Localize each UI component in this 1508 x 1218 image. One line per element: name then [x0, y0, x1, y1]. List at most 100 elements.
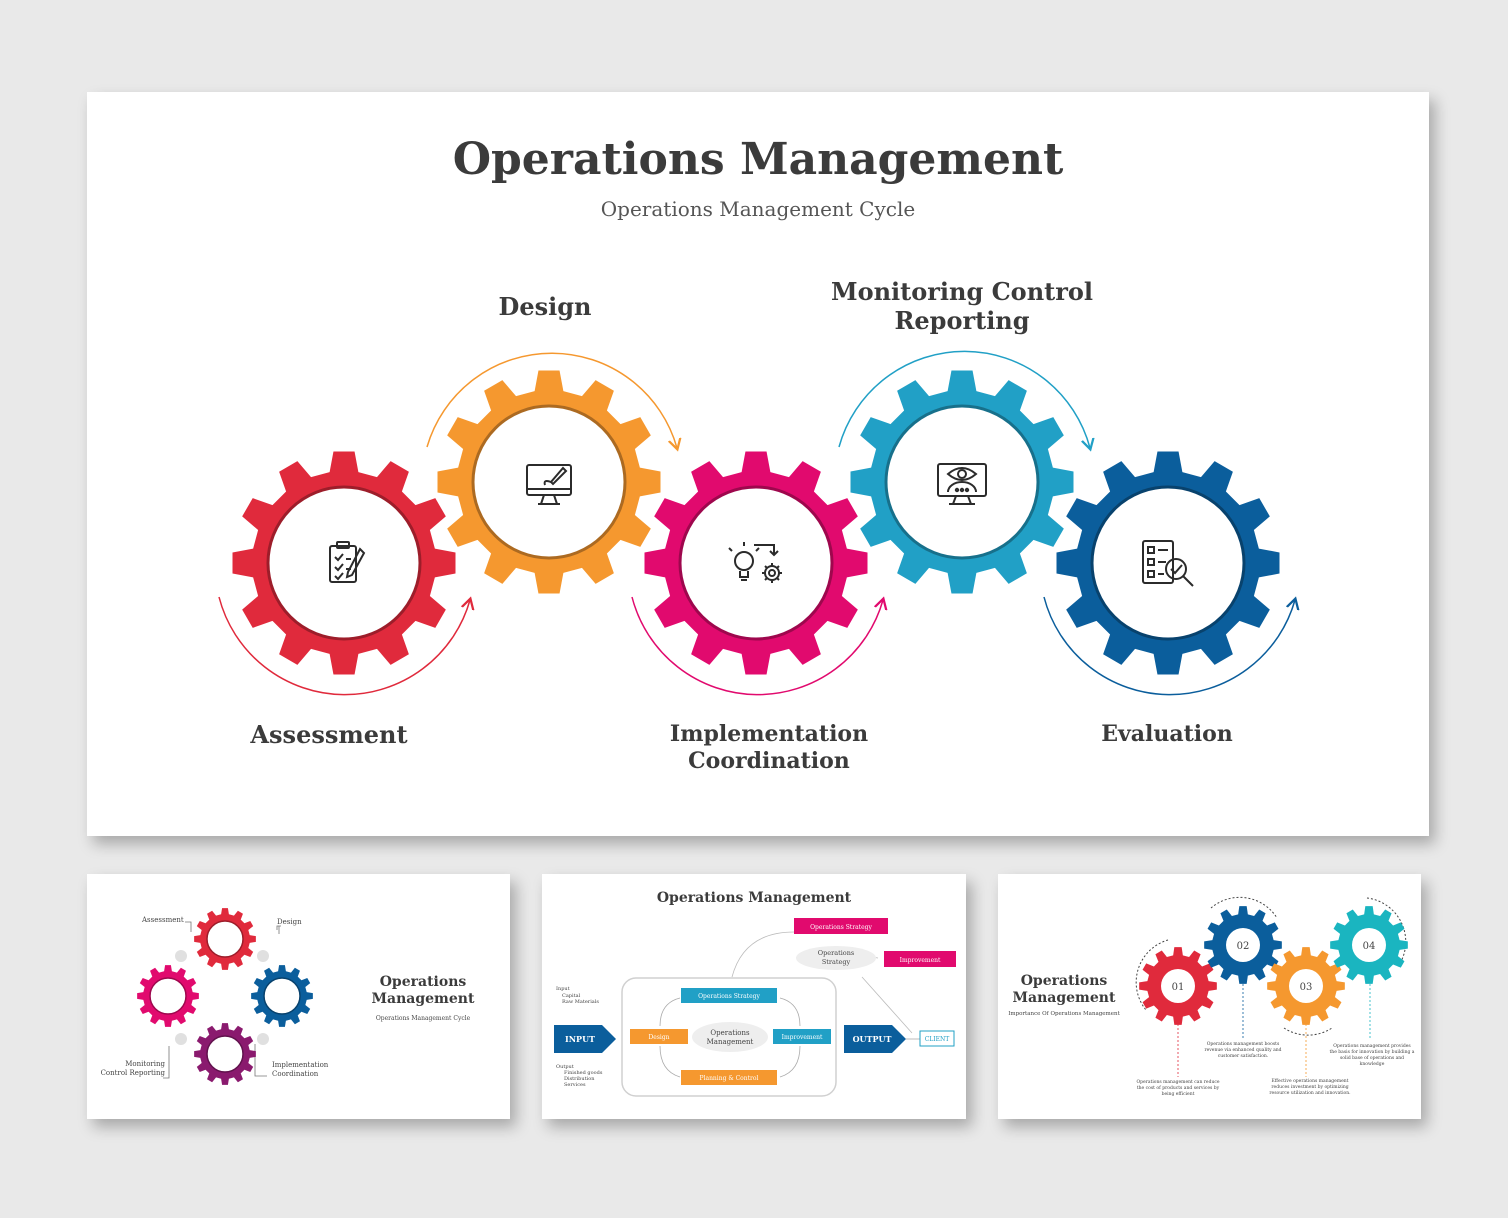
- thumb3-note1-line-1: Operations management can reduce: [1136, 1079, 1219, 1085]
- gear-center: [266, 485, 422, 641]
- thumb3-num-03: 03: [1300, 982, 1313, 993]
- thumb1-dot-2: [257, 950, 269, 962]
- thumb1-dot-1: [175, 950, 187, 962]
- thumb2-client-box: [919, 1030, 955, 1047]
- assessment-gear: [232, 451, 456, 675]
- assessment-label: Assessment: [249, 720, 407, 749]
- thumb1-subtitle: Operations Management Cycle: [376, 1015, 471, 1022]
- thumb2-planning-label: Planning & Control: [700, 1075, 759, 1082]
- thumb3-note4-line-2: the basis for innovation by building a: [1330, 1049, 1415, 1055]
- thumb1-implementation-label-1: Implementation: [272, 1061, 329, 1069]
- thumb2-process-frame: [621, 977, 837, 1097]
- thumb1-title-line-2: Management: [372, 991, 475, 1007]
- thumb2-inner-strategy-box: [681, 988, 777, 1003]
- thumb1-assessment-gear: [194, 908, 256, 970]
- thumb2-center-line-1: Operations: [710, 1029, 750, 1037]
- thumb1-design-label: Design: [277, 918, 302, 926]
- gear-chain: [232, 370, 1280, 675]
- thumb2-output-arrow: [844, 1025, 906, 1053]
- thumb2-input-note-1: Input: [556, 986, 570, 992]
- thumb2-ops-strategy-top-box: [794, 918, 888, 934]
- thumb2-title: Operations Management: [657, 890, 852, 906]
- idea-gear-icon: [728, 542, 782, 583]
- thumb3-note3-line-1: Effective operations management: [1272, 1078, 1349, 1084]
- thumb2-output-label: OUTPUT: [853, 1034, 892, 1044]
- thumb2-output-note-2: Finished goods: [564, 1070, 603, 1076]
- thumb3-title-line-1: Operations: [1021, 973, 1108, 989]
- thumb2-output-note-1: Output: [556, 1064, 574, 1070]
- thumb2-inner-arrows: [659, 997, 801, 1078]
- monitoring-label-line-1: Monitoring Control: [831, 277, 1093, 306]
- thumbnail-1-canvas: Assessment Design Monitoring Control Rep…: [101, 908, 475, 1085]
- thumb2-output-note-4: Services: [564, 1082, 586, 1088]
- thumb2-input-label: INPUT: [565, 1034, 595, 1044]
- thumb2-improvement-top-box: [884, 951, 956, 967]
- gear-mini-icon: [161, 989, 175, 1003]
- thumb2-center-line-2: Management: [707, 1038, 754, 1046]
- thumb1-implementation-label-2: Coordination: [272, 1070, 319, 1078]
- thumb3-num-04: 04: [1363, 941, 1376, 952]
- thumbnail-2-canvas: Operations Management Operations Strateg…: [554, 890, 956, 1097]
- thumb1-assessment-label: Assessment: [141, 916, 184, 924]
- thumb2-improvement-label: Improvement: [782, 1034, 823, 1041]
- thumb2-improvement-box: [773, 1029, 831, 1044]
- thumb3-gear-01: [1139, 947, 1217, 1025]
- thumb3-gear-02: [1204, 906, 1282, 984]
- thumb3-note1-line-3: being efficient: [1162, 1091, 1195, 1097]
- thumbnail-flow-diagram[interactable]: Operations Management Operations Strateg…: [542, 874, 966, 1119]
- thumb2-design-box: [630, 1029, 688, 1044]
- thumb2-planning-box: [681, 1070, 777, 1085]
- implementation-label-line-1: Implementation: [670, 721, 868, 747]
- implementation-arc-arrow: [631, 597, 883, 696]
- gear-center: [1352, 928, 1386, 962]
- thumb2-center-oval: [692, 1022, 768, 1052]
- thumb1-monitoring-label-2: Control Reporting: [101, 1069, 166, 1077]
- thumb2-ops-strategy-oval-line-2: Strategy: [822, 958, 851, 966]
- thumb2-input-note-3: Raw Materials: [562, 999, 599, 1005]
- gear-center: [263, 977, 301, 1015]
- report-search-icon: [1142, 540, 1194, 587]
- monitoring-arc-arrow: [838, 350, 1090, 448]
- monitoring-label-line-2: Reporting: [894, 306, 1029, 335]
- thumb2-design-label: Design: [648, 1034, 669, 1041]
- monitor-eye-icon: [937, 463, 987, 505]
- gear-center: [149, 977, 187, 1015]
- gear-center: [1161, 969, 1195, 1003]
- thumb1-dot-4: [257, 1033, 269, 1045]
- thumb2-input-note-2: Capital: [562, 993, 581, 999]
- thumb3-dotted-arcs: [1135, 896, 1407, 1036]
- thumb3-note2-line-1: Operations management boosts: [1207, 1041, 1280, 1047]
- thumb2-client-label: CLIENT: [925, 1036, 950, 1043]
- implementation-label-line-2: Coordination: [688, 748, 850, 774]
- gear-center: [206, 1035, 244, 1073]
- thumb1-monitoring-gear: [137, 965, 199, 1027]
- evaluation-arc-arrow: [1043, 597, 1295, 696]
- main-slide: Operations Management Operations Managem…: [87, 92, 1429, 836]
- thumb2-output-note-3: Distribution: [564, 1076, 595, 1082]
- thumb1-monitoring-label-1: Monitoring: [125, 1060, 165, 1068]
- thumb3-note1-line-2: the cost of products and services by: [1137, 1085, 1220, 1091]
- thumbnail-gear-cycle[interactable]: Assessment Design Monitoring Control Rep…: [87, 874, 510, 1119]
- thumb2-input-arrow: [554, 1025, 616, 1053]
- thumb1-dot-3: [175, 1033, 187, 1045]
- thumb1-design-gear: [251, 965, 313, 1027]
- design-label: Design: [499, 292, 592, 321]
- thumb3-note4-line-3: solid base of operations and: [1340, 1055, 1404, 1061]
- thumb1-implementation-gear: [194, 1023, 256, 1085]
- gear-mini-icon: [275, 989, 289, 1003]
- evaluation-label: Evaluation: [1101, 721, 1233, 747]
- thumb3-note2-line-3: customer satisfaction.: [1218, 1053, 1269, 1059]
- thumb3-note4-line-4: knowledge: [1360, 1061, 1385, 1067]
- design-arc-arrow: [426, 352, 677, 448]
- thumb3-num-01: 01: [1172, 982, 1185, 993]
- thumb2-ops-strategy-top-label: Operations Strategy: [810, 924, 872, 931]
- gear-mini-icon: [218, 932, 232, 946]
- thumb3-num-02: 02: [1237, 941, 1250, 952]
- gear-center: [1289, 969, 1323, 1003]
- thumb3-dashed-leaders: [1177, 984, 1371, 1077]
- thumb3-subtitle: Importance Of Operations Management: [1008, 1011, 1120, 1017]
- thumbnail-importance-gears[interactable]: Operations Management Importance Of Oper…: [998, 874, 1421, 1119]
- main-slide-canvas: Operations Management Operations Managem…: [218, 134, 1429, 774]
- thumb3-title-line-2: Management: [1013, 990, 1116, 1006]
- thumb3-note2-line-2: revenue via enhanced quality and: [1204, 1047, 1281, 1053]
